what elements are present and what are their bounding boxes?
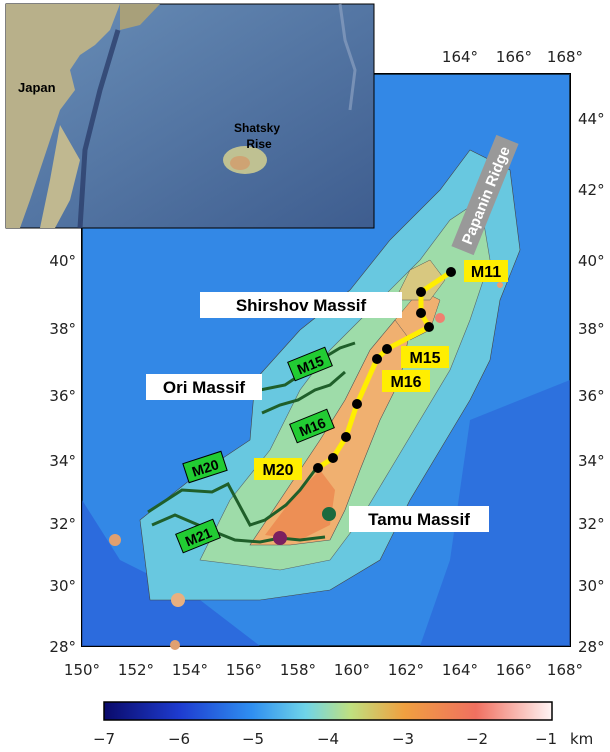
svg-text:158°: 158° [280, 661, 316, 679]
svg-text:166°: 166° [496, 661, 532, 679]
inset-japan-land [6, 4, 120, 228]
svg-text:168°: 168° [547, 48, 583, 66]
svg-text:−4: −4 [317, 730, 339, 748]
svg-text:42°: 42° [578, 181, 605, 199]
tamu-site-purple [273, 531, 287, 545]
svg-text:34°: 34° [578, 452, 605, 470]
svg-text:156°: 156° [226, 661, 262, 679]
svg-text:−2: −2 [466, 730, 488, 748]
yellow-label-m20: M20 [262, 462, 293, 479]
svg-text:40°: 40° [49, 252, 76, 270]
svg-text:34°: 34° [49, 452, 76, 470]
svg-text:30°: 30° [49, 577, 76, 595]
svg-text:166°: 166° [496, 48, 532, 66]
svg-text:−6: −6 [168, 730, 190, 748]
label-shirshov-massif: Shirshov Massif [236, 296, 367, 315]
label-ori-massif: Ori Massif [163, 378, 246, 397]
lat-ticks-left: 28° 30° 32° 34° 36° 38° 40° [49, 252, 76, 656]
svg-text:44°: 44° [578, 110, 605, 128]
svg-text:−3: −3 [392, 730, 414, 748]
tamu-site-green [322, 507, 336, 521]
svg-text:152°: 152° [118, 661, 154, 679]
svg-text:168°: 168° [547, 661, 583, 679]
yellow-label-m16: M16 [390, 374, 421, 391]
colorbar [103, 701, 553, 721]
colorbar-ticks: −7 −6 −5 −4 −3 −2 −1 km [93, 730, 593, 748]
yellow-anomaly-track [316, 269, 453, 471]
svg-text:36°: 36° [49, 387, 76, 405]
papanin-ridge-box [451, 134, 519, 256]
svg-text:30°: 30° [578, 577, 605, 595]
lon-ticks-top: 164° 166° 168° [442, 48, 583, 66]
inset-label-japan: Japan [18, 80, 56, 95]
inset-label-shatsky-1: Shatsky [234, 121, 280, 135]
track-points [313, 267, 456, 473]
label-tamu-massif: Tamu Massif [368, 510, 470, 529]
svg-text:164°: 164° [442, 48, 478, 66]
svg-text:−7: −7 [93, 730, 115, 748]
lon-ticks-bottom: 150° 152° 154° 156° 158° 160° 162° 164° … [64, 661, 583, 679]
svg-text:164°: 164° [442, 661, 478, 679]
svg-text:38°: 38° [49, 320, 76, 338]
svg-text:32°: 32° [49, 515, 76, 533]
yellow-label-m15: M15 [409, 350, 440, 367]
svg-text:40°: 40° [578, 252, 605, 270]
inset-label-shatsky-2: Rise [246, 137, 272, 151]
yellow-label-m11: M11 [471, 264, 501, 281]
svg-text:154°: 154° [172, 661, 208, 679]
svg-text:38°: 38° [578, 320, 605, 338]
svg-text:160°: 160° [334, 661, 370, 679]
svg-text:−1: −1 [535, 730, 557, 748]
svg-text:32°: 32° [578, 515, 605, 533]
lat-ticks-right: 28° 30° 32° 34° 36° 38° 40° 42° 44° [578, 110, 605, 656]
svg-text:36°: 36° [578, 387, 605, 405]
svg-text:−5: −5 [242, 730, 264, 748]
colorbar-unit: km [570, 730, 593, 748]
svg-text:28°: 28° [578, 638, 605, 656]
svg-text:162°: 162° [388, 661, 424, 679]
svg-text:150°: 150° [64, 661, 100, 679]
svg-text:28°: 28° [49, 638, 76, 656]
